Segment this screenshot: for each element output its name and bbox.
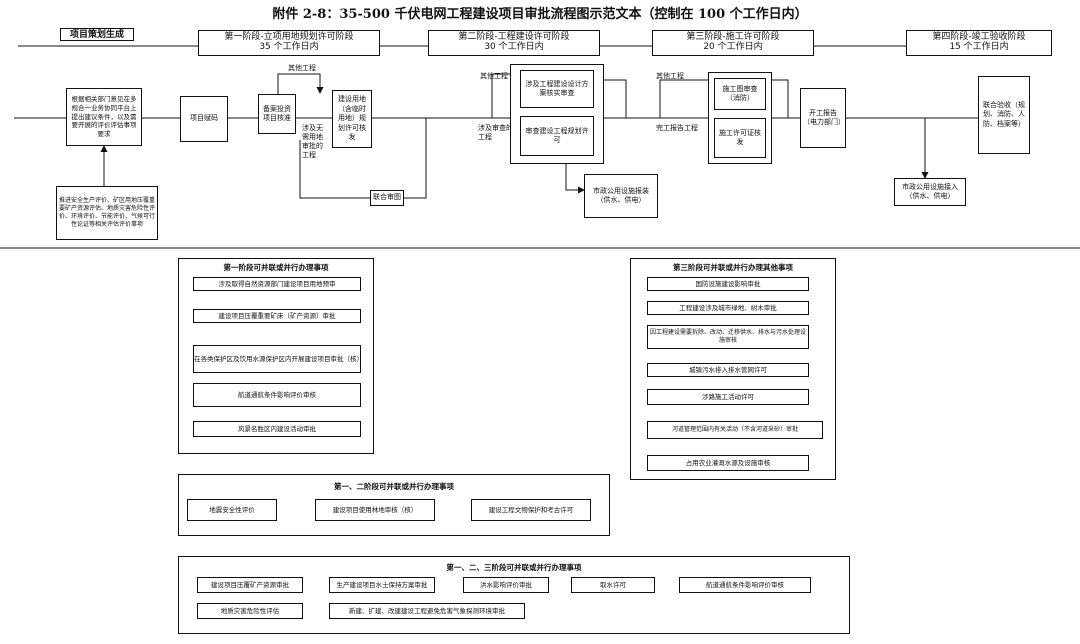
- project-generation-header: 项目策划生成: [60, 28, 134, 41]
- page-title: 附件 2-8：35-500 千伏电网工程建设项目审批流程图示范文本（控制在 10…: [272, 7, 808, 22]
- stage-1-days: 35 个工作日内: [259, 42, 319, 53]
- stage-1-header: 第一阶段-立项用地规划许可阶段 35 个工作日内: [198, 30, 380, 56]
- panel-stage1-title: 第一阶段可并联或并行办理事项: [223, 263, 329, 272]
- pre-assessment-box: 推进安全生产评价、矿区用地压覆重要矿产资源评估、地质灾害危险性评价、环境评价、节…: [56, 186, 158, 240]
- joint-acceptance-box: 开工报告（电力部门）: [800, 88, 846, 148]
- panel-stage12-title: 第一、二阶段可并联或并行办理事项: [334, 482, 454, 491]
- panel-stage3-item: 城镇污水排入排水管网许可: [647, 363, 809, 377]
- stage-4-header: 第四阶段-竣工验收阶段 15 个工作日内: [906, 30, 1052, 56]
- stage-1-name: 第一阶段-立项用地规划许可阶段: [224, 32, 354, 42]
- panel-stage123-item: 航道通航条件影响评价审核: [679, 577, 811, 593]
- panel-stage3: 第三阶段可并联或并行办理其他事项 国防设施建设影响审批 工程建设涉及城市绿地、树…: [630, 258, 836, 480]
- panel-stage3-item: 因工程建设需要拆除、改动、迁移供水、排水与污水处理设施审核: [647, 325, 809, 349]
- stage2-involve-label: 涉及审查的工程: [478, 124, 513, 142]
- panel-stage1-item: 风景名胜区内建设活动审批: [193, 421, 361, 437]
- safety-permit-box: 施工许可证核发: [714, 118, 766, 158]
- panel-stage3-item: 国防设施建设影响审批: [647, 277, 809, 291]
- final-acceptance-box: 联合验收（规划、消防、人防、档案等）: [978, 76, 1030, 154]
- stage3-other-works-label: 其他工程: [656, 72, 684, 80]
- panel-stage1-item: 在各类保护区及饮用水源保护区内开展建设项目审批（核）: [193, 345, 361, 373]
- project-approval-box: 项目赋码: [180, 96, 228, 142]
- panel-stage123-item: 地质灾害危险性评估: [197, 603, 303, 619]
- panel-stage1-item: 涉及取得自然资源部门建设项目用地预审: [193, 277, 361, 291]
- panel-stage123-item: 建设项目压覆矿产资源审批: [197, 577, 303, 593]
- panel-stage1-item: 建设项目压覆重要矿床（矿产资源）审批: [193, 309, 361, 323]
- panel-stage123-item: 生产建设项目水土保持方案审批: [329, 577, 435, 593]
- construction-docs-box: 施工图审查（消防）: [714, 78, 766, 110]
- stage-2-name: 第二阶段-工程建设许可阶段: [458, 32, 570, 42]
- panel-stage3-item: 工程建设涉及城市绿地、树木审批: [647, 301, 809, 315]
- project-generation-label: 项目策划生成: [69, 30, 124, 40]
- stage2-review-box: 涉及工程建设设计方案核实审查: [520, 70, 594, 108]
- stage2-other-works-label: 其他工程: [480, 72, 508, 80]
- panel-stage1-item: 航道通航条件影响评价审核: [193, 383, 361, 407]
- stage-2-days: 30 个工作日内: [484, 42, 544, 53]
- panel-stage12-item: 建设工程文物保护和考古许可: [471, 499, 591, 521]
- panel-stage12-item: 地震安全性评价: [187, 499, 277, 521]
- stage-4-name: 第四阶段-竣工验收阶段: [932, 32, 1026, 42]
- stage-3-days: 20 个工作日内: [703, 42, 763, 53]
- panel-stage3-item: 占用农业灌溉水源及设施审核: [647, 455, 809, 471]
- coordination-box: 根据相关部门意见在多规合一业务协同平台上提出建议条件，以及需要开展的评价评估事项…: [66, 88, 142, 146]
- panel-stage123-item: 取水许可: [571, 577, 655, 593]
- panel-stage123-item: 洪水影响评价审批: [463, 577, 549, 593]
- panel-stage123-item: 新建、扩建、改建建设工程避免危害气象探测环境审批: [329, 603, 525, 619]
- infra-apply-box: 市政公用设施报装（供水、供电）: [584, 174, 658, 218]
- panel-stage12-item: 建设项目使用林地审核（核）: [315, 499, 435, 521]
- panel-stage12: 第一、二阶段可并联或并行办理事项 地震安全性评价 建设项目使用林地审核（核） 建…: [178, 474, 610, 536]
- filing-box: 备案投资项目核准: [258, 94, 296, 134]
- utility-connect-box: 市政公用设施接入（供水、供电）: [894, 178, 966, 206]
- stage2-permit-box: 审查建设工程规划许可: [520, 116, 594, 156]
- stage-3-name: 第三阶段-施工许可阶段: [686, 32, 780, 42]
- other-works-label: 其他工程: [288, 64, 316, 72]
- panel-stage3-title: 第三阶段可并联或并行办理其他事项: [673, 263, 793, 272]
- no-land-label: 涉及无需用地审批的工程: [302, 124, 323, 160]
- stage-2-header: 第二阶段-工程建设许可阶段 30 个工作日内: [428, 30, 600, 56]
- joint-review-box: 联合审图: [370, 190, 404, 206]
- stage-4-days: 15 个工作日内: [949, 42, 1009, 53]
- land-use-box: 建设用地（含临时用地）规划许可核发: [332, 90, 372, 148]
- stage-3-header: 第三阶段-施工许可阶段 20 个工作日内: [652, 30, 814, 56]
- panel-stage123: 第一、二、三阶段可并联或并行办理事项 建设项目压覆矿产资源审批 生产建设项目水土…: [178, 556, 850, 634]
- panel-stage123-title: 第一、二、三阶段可并联或并行办理事项: [446, 563, 582, 572]
- panel-stage3-item: 涉路施工活动许可: [647, 389, 809, 405]
- panel-stage3-item: 河道管理范围内有关活动（不含河道采砂）审批: [647, 421, 823, 439]
- stage3-qualified-label: 完工报告工程: [656, 124, 698, 132]
- panel-stage1: 第一阶段可并联或并行办理事项 涉及取得自然资源部门建设项目用地预审 建设项目压覆…: [178, 258, 374, 454]
